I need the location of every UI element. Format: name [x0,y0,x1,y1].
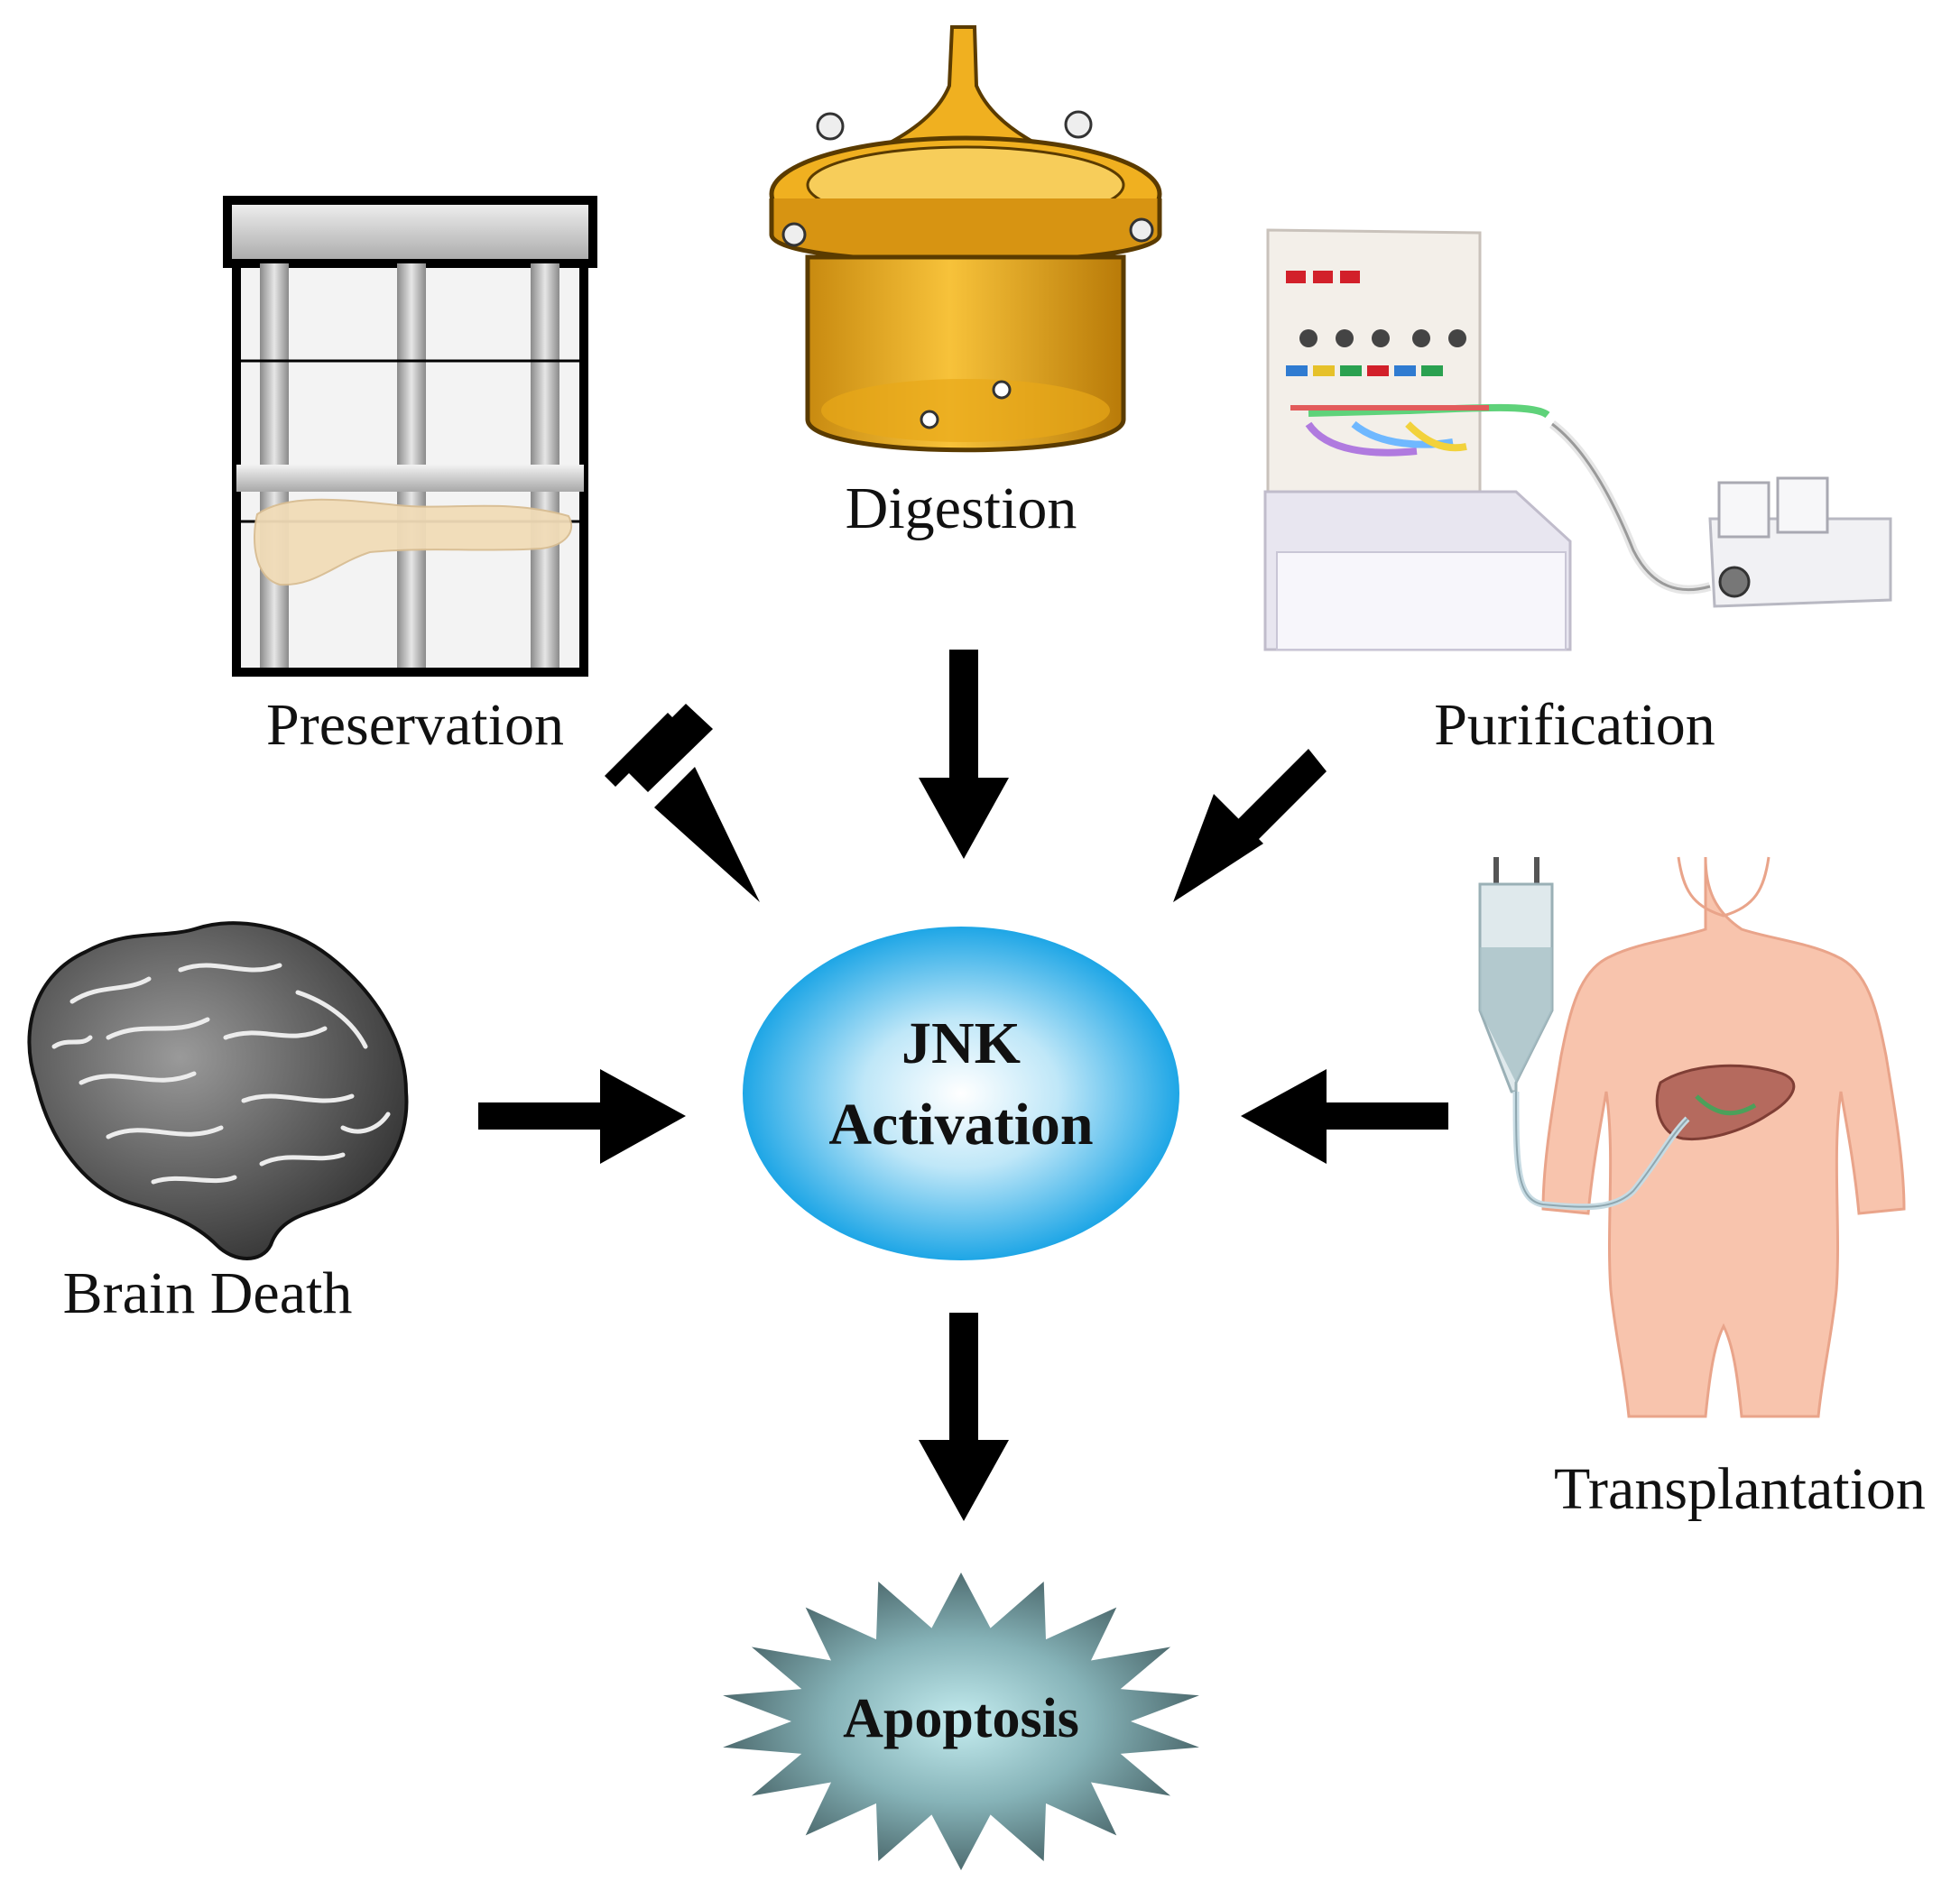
iv-bag-icon [1478,857,1690,1211]
jnk-line1: JNK [901,1010,1021,1076]
arrow-purification-to-jnk [1173,749,1327,902]
human-torso-icon [1541,856,1906,1418]
arrow-jnk-to-apoptosis [919,1313,1009,1521]
arrow-braindeath-to-jnk [478,1069,686,1164]
brain-icon [27,921,409,1260]
arrow-preservation-to-jnk [605,704,760,902]
arrow-transplantation-to-jnk [1241,1069,1448,1164]
purification-machine-icon [1263,228,1892,651]
label-brain-death: Brain Death [63,1260,353,1326]
apoptosis-node: Apoptosis [723,1573,1199,1870]
label-transplantation: Transplantation [1554,1456,1926,1522]
label-purification: Purification [1434,692,1715,758]
apoptosis-starburst [723,1573,1199,1870]
liver-icon [1655,1064,1796,1140]
arrow-digestion-to-jnk [919,650,1009,859]
label-digestion: Digestion [846,475,1077,541]
label-preservation: Preservation [266,692,564,758]
digestion-chamber-icon [769,25,1162,453]
jnk-activation-node: JNK Activation [743,927,1179,1260]
jnk-line2: Activation [828,1092,1093,1158]
preservation-chamber-icon [223,196,597,677]
apoptosis-label: Apoptosis [843,1688,1079,1749]
